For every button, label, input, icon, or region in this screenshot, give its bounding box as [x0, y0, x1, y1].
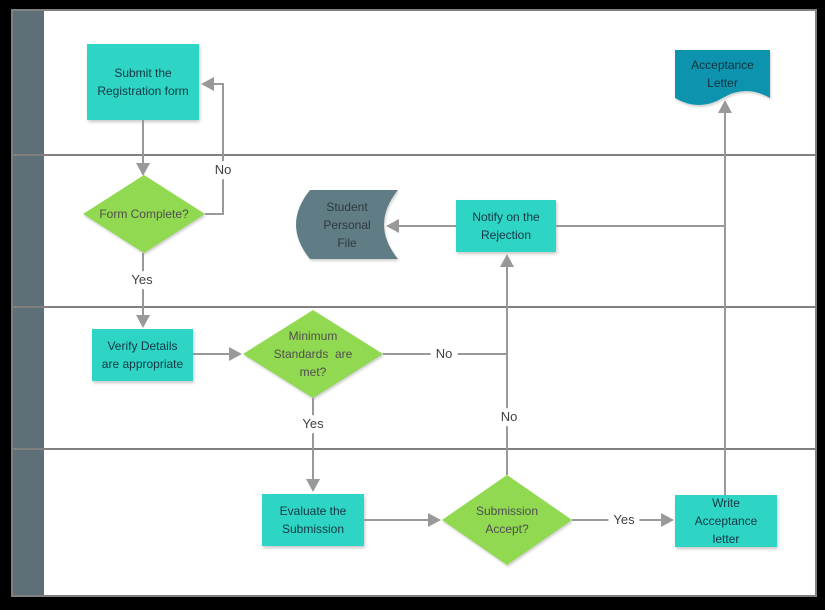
document-shape — [675, 50, 770, 105]
node-evaluate-submission: Evaluate the Submission — [262, 494, 364, 546]
node-label: Evaluate the Submission — [279, 504, 347, 536]
node-write-acceptance-letter: Write Acceptance letter — [675, 495, 777, 547]
swimlane-header-column — [13, 11, 44, 595]
edge-label-submission-no: No — [495, 408, 523, 426]
node-label: Student Personal File — [323, 199, 371, 250]
node-label: Submit the Registration form — [97, 66, 189, 98]
lane-divider-1 — [11, 154, 817, 156]
node-form-complete-decision: Form Complete? — [83, 175, 205, 253]
node-label: Minimum Standards are met? — [273, 329, 353, 379]
node-acceptance-letter-document: Acceptance Letter — [675, 50, 770, 108]
diamond-shape — [83, 175, 205, 253]
node-label: Notify on the Rejection — [472, 210, 540, 242]
node-notify-on-rejection: Notify on the Rejection — [456, 200, 556, 252]
diamond-shape — [243, 310, 383, 398]
node-label: Submission Accept? — [475, 504, 539, 536]
edge-label-submission-yes: Yes — [608, 511, 640, 529]
node-verify-details: Verify Details are appropriate — [92, 329, 193, 381]
lane-divider-2 — [11, 306, 817, 308]
node-label: Write Acceptance letter — [694, 496, 758, 546]
node-label: Form Complete? — [99, 207, 189, 221]
stored-data-shape — [296, 190, 398, 259]
node-minimum-standards-decision: Minimum Standards are met? — [243, 310, 383, 398]
node-label: Verify Details are appropriate — [101, 339, 184, 371]
edge-label-form-yes: Yes — [126, 271, 158, 289]
node-submit-registration-form: Submit the Registration form — [87, 44, 199, 120]
lane-divider-3 — [11, 448, 817, 450]
node-submission-accept-decision: Submission Accept? — [442, 475, 572, 565]
edge-label-standards-no: No — [430, 345, 458, 363]
edge-label-standards-yes: Yes — [297, 415, 329, 433]
node-label: Acceptance Letter — [691, 58, 754, 90]
diamond-shape — [442, 475, 572, 565]
edge-label-form-no: No — [209, 161, 237, 179]
node-student-personal-file: Student Personal File — [296, 190, 398, 259]
